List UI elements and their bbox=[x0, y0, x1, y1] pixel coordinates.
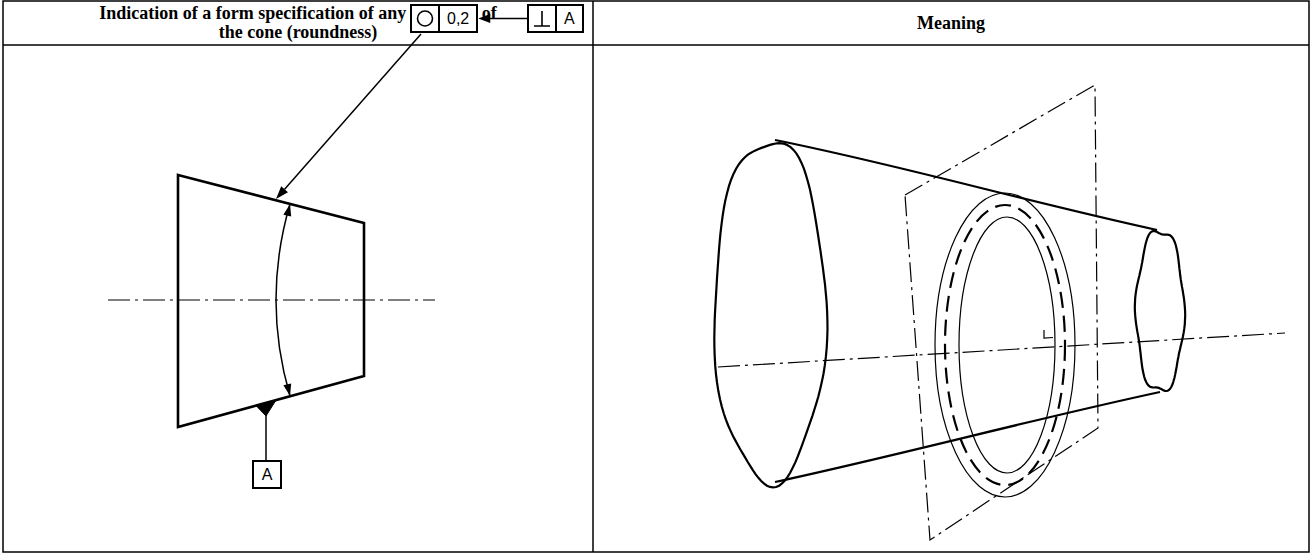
perpendicularity-symbol bbox=[529, 6, 557, 31]
datum-box: A bbox=[252, 460, 282, 489]
cone-perspective bbox=[714, 85, 1285, 540]
table-grid bbox=[3, 1, 1309, 552]
frame-value: A bbox=[557, 6, 582, 31]
header-cell: Indication of a form specification of an… bbox=[3, 1, 593, 45]
header-cell: Meaning bbox=[593, 1, 1309, 45]
cone-section bbox=[108, 34, 435, 460]
roundness-symbol bbox=[412, 6, 440, 31]
tolerance-frame: 0,2 bbox=[410, 4, 478, 33]
column-heading: Meaning bbox=[917, 14, 985, 33]
frame-value: 0,2 bbox=[440, 6, 476, 31]
direction-indicator: A bbox=[527, 4, 584, 33]
frame-value: A bbox=[254, 462, 280, 487]
